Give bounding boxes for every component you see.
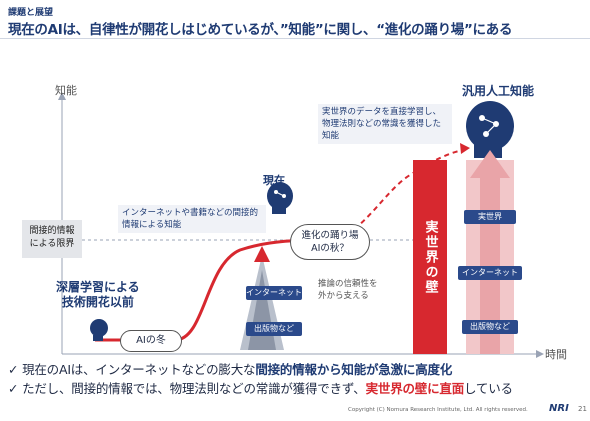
- evolution-plateau-bubble: 進化の踊り場 AIの秋？: [290, 224, 370, 260]
- y-axis-arrow: [58, 92, 66, 100]
- now-label: 現在: [263, 174, 285, 187]
- bullet-2-suffix: している: [464, 381, 513, 396]
- bullet-list: ✓ 現在のAIは、インターネットなどの膨大な間接的情報から知能が急激に高度化 ✓…: [8, 360, 513, 398]
- reasoning-line1: 推論の信頼性を: [318, 279, 378, 289]
- chip-publications-now: 出版物など: [246, 322, 302, 336]
- chip-internet-agi: インターネット: [458, 266, 522, 280]
- future-curve: [329, 149, 466, 241]
- x-axis-arrow: [536, 350, 544, 358]
- copyright: Copyright (C) Nomura Research Institute,…: [348, 407, 528, 413]
- leap-line2: AIの秋？: [311, 243, 349, 254]
- nri-logo: NRI: [549, 403, 569, 414]
- real-world-wall: 実世界の壁: [413, 160, 447, 354]
- agi-label: 汎用人工知能: [462, 84, 535, 98]
- page-title: 現在のAIは、自律性が開花しはじめているが、”知能”に関し、“進化の踊り場”にあ…: [8, 22, 513, 38]
- section-label: 課題と展望: [8, 8, 54, 18]
- leap-line1: 進化の踊り場: [301, 230, 359, 241]
- bullet-2: ✓ ただし、間接的情報では、物理法則などの常識が獲得できず、実世界の壁に直面して…: [8, 381, 513, 396]
- ai-winter-bubble: AIの冬: [120, 330, 182, 352]
- limit-box: 間接的情報 による限界: [22, 220, 82, 258]
- pre-deep-learning-label: 深層学習による 技術開花以前: [56, 280, 140, 310]
- indirect-info-note: インターネットや書籍などの間接的情報による知能: [118, 205, 266, 233]
- chip-publications-agi: 出版物など: [462, 320, 518, 334]
- chip-internet-now: インターネット: [246, 286, 302, 300]
- agi-tower-arrow: [470, 150, 510, 178]
- reasoning-line2: 外から支える: [318, 291, 369, 301]
- chip-real-world: 実世界: [464, 210, 516, 224]
- bullet-1: ✓ 現在のAIは、インターネットなどの膨大な間接的情報から知能が急激に高度化: [8, 362, 453, 377]
- reasoning-note: 推論の信頼性を 外から支える: [318, 278, 378, 302]
- real-world-note: 実世界のデータを直接学習し、物理法則などの常識を獲得した知能: [318, 104, 452, 144]
- x-axis-label: 時間: [545, 348, 567, 361]
- future-arrow: [460, 143, 470, 154]
- bullet-2-highlight: 実世界の壁に直面: [365, 381, 465, 396]
- pre-head-icon: [90, 319, 108, 341]
- bullet-2-text: ただし、間接的情報では、物理法則などの常識が獲得できず、: [22, 381, 366, 396]
- bullet-1-text: 現在のAIは、インターネットなどの膨大な: [22, 362, 256, 377]
- bullet-1-highlight: 間接的情報から知能が急激に高度化: [255, 362, 453, 377]
- y-axis-label: 知能: [55, 84, 77, 97]
- pre-dl-line2: 技術開花以前: [61, 295, 134, 309]
- limit-box-line2: による限界: [29, 239, 75, 249]
- limit-box-line1: 間接的情報: [29, 226, 75, 236]
- page-number: 21: [578, 405, 587, 413]
- agi-head-icon: [466, 101, 514, 158]
- title-divider: [0, 38, 590, 39]
- now-head-icon: [267, 182, 293, 214]
- pre-dl-line1: 深層学習による: [56, 280, 140, 294]
- now-tower-arrow: [254, 246, 270, 262]
